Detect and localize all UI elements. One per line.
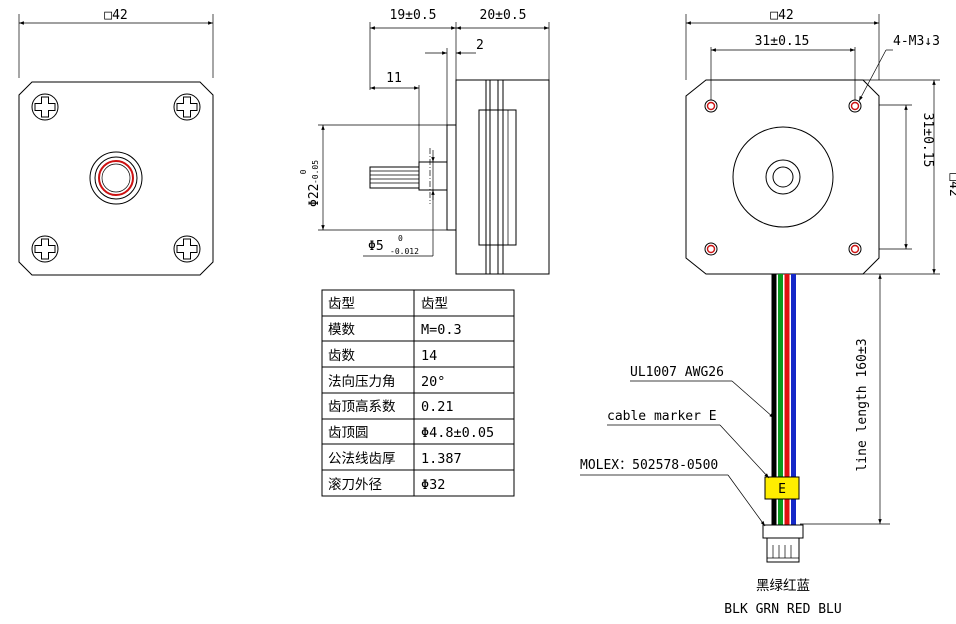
rear-view: □42 31±0.15 4-M3↓3 31±0.15 □42 (685, 8, 956, 525)
table-cell: 0.21 (421, 399, 454, 415)
cable-marker (764, 476, 800, 500)
flange-tol-up: 0 (299, 169, 308, 174)
mount-holes-callout: 4-M3↓3 (893, 34, 940, 49)
table-cell: Φ4.8±0.05 (421, 425, 494, 441)
gear-table: 齿型 齿型 模数 M=0.3 齿数 14 法向压力角 20° 齿顶高系数 0.2… (321, 289, 515, 497)
connector (762, 524, 804, 539)
hole-spacing-h-dim: 31±0.15 (755, 34, 810, 49)
screw-bottom-right-icon (173, 235, 201, 263)
connector-label: MOLEX：502578-0500 (580, 458, 718, 473)
mount-hole-icon (704, 242, 718, 256)
table-cell: 公法线齿厚 (328, 451, 396, 467)
mount-hole-icon (848, 99, 862, 113)
line-length-dim: line length 160±3 (855, 338, 870, 471)
shaft-dia-dim: Φ5 (368, 239, 384, 254)
table-cell: 齿型 (421, 296, 448, 312)
rear-width-dim: □42 (770, 8, 793, 23)
flange-tol-low: -0.05 (311, 160, 320, 184)
table-cell: 齿顶高系数 (328, 398, 396, 415)
shaft-tol-up: 0 (398, 234, 403, 243)
table-cell: 20° (421, 374, 445, 390)
table-cell: 1.387 (421, 451, 462, 467)
hole-spacing-v-dim: 31±0.15 (920, 113, 935, 168)
screw-bottom-left-icon (31, 235, 59, 263)
cable-assembly: E UL1007 AWG26 cable marker E MOLEX：5025… (580, 274, 842, 617)
table-cell: 14 (421, 348, 437, 364)
pilot-boss (89, 151, 143, 205)
pinion-offset-dim: 2 (476, 38, 484, 53)
mount-hole-icon (848, 242, 862, 256)
side-pinion (369, 166, 420, 189)
shaft-tol-low: -0.012 (390, 247, 419, 256)
mount-hole-icon (704, 99, 718, 113)
wire-colors-en: BLK GRN RED BLU (724, 602, 841, 617)
screw-top-left-icon (31, 93, 59, 121)
front-width-dim: □42 (104, 8, 127, 23)
wire-colors-cn: 黑绿红蓝 (756, 578, 810, 594)
side-flange (446, 124, 457, 231)
side-view: 19±0.5 20±0.5 2 11 Φ22 0 (299, 8, 550, 275)
marker-label: cable marker E (607, 409, 717, 424)
table-cell: 齿顶圆 (328, 425, 369, 441)
table-cell: 法向压力角 (328, 374, 396, 390)
length-motor-dim: 19±0.5 (390, 8, 437, 23)
rear-height-dim: □42 (946, 173, 956, 196)
table-cell: 齿型 (328, 296, 355, 312)
table-cell: 模数 (328, 322, 355, 338)
table-cell: M=0.3 (421, 322, 462, 338)
table-cell: Φ32 (421, 477, 445, 493)
front-view: □42 (18, 8, 214, 276)
screw-top-right-icon (173, 93, 201, 121)
front-body-outline (18, 81, 214, 276)
length-body-dim: 20±0.5 (480, 8, 527, 23)
cable-marker-letter: E (778, 482, 786, 497)
flange-dia-dim: Φ22 (307, 184, 322, 207)
wire-label: UL1007 AWG26 (630, 365, 724, 380)
pinion-length-dim: 11 (386, 71, 402, 86)
table-cell: 滚刀外径 (328, 476, 382, 493)
table-cell: 齿数 (328, 348, 355, 364)
